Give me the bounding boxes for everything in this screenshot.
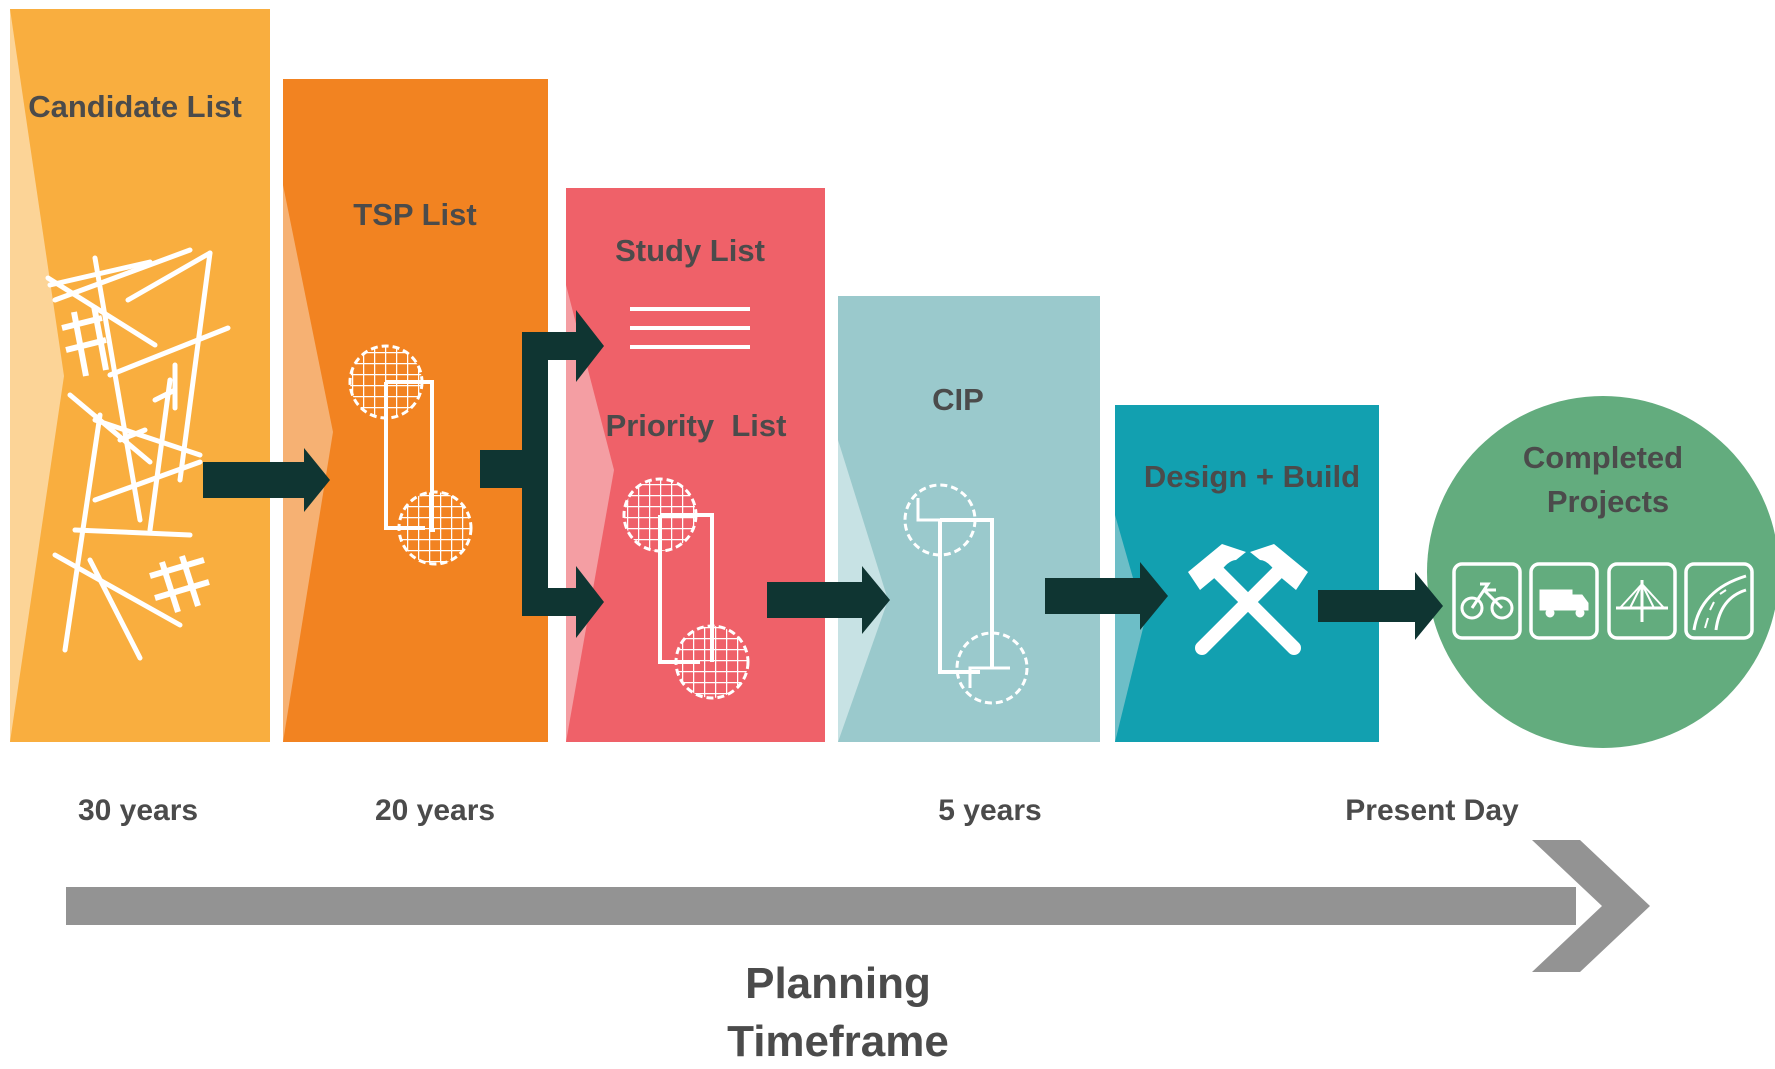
study-list-label: Study List [615, 233, 765, 268]
branch-connector-arrow [480, 310, 604, 638]
stage-tsp-list: TSP List [283, 79, 548, 742]
hammers-icon [1188, 544, 1308, 655]
priority-list-label: Priority List [606, 408, 787, 443]
tick-label-20-years: 20 years [375, 794, 495, 827]
stage-study-priority: Study List Priority List [566, 188, 825, 742]
hash-icon [149, 555, 210, 613]
bridge-icon [1607, 562, 1677, 640]
connector-arrow [767, 566, 890, 634]
tangled-lines-icon [45, 247, 231, 661]
stage-label: Candidate List [28, 89, 242, 124]
connector-arrow [1045, 562, 1168, 630]
stage-label: Design + Build [1144, 459, 1360, 494]
bicycle-icon [1452, 562, 1522, 640]
timeline-title-line2: Timeframe [727, 1017, 949, 1066]
stage-label: CIP [932, 382, 984, 417]
linked-nodes-icon [622, 477, 750, 700]
connector-arrow [1318, 572, 1443, 640]
list-lines-icon [630, 307, 750, 349]
timeline-title-line1: Planning [745, 959, 931, 1008]
stage-cip: CIP [838, 296, 1100, 742]
tick-label-5-years: 5 years [938, 794, 1041, 827]
completed-label-line2: Projects [1547, 484, 1669, 519]
linked-nodes-icon [348, 344, 473, 566]
tick-label-present-day: Present Day [1345, 794, 1519, 827]
connector-arrow [203, 448, 330, 512]
linked-nodes-icon [903, 483, 1029, 705]
stage-design-build: Design + Build [1115, 405, 1379, 742]
stage-completed-projects: Completed Projects [1427, 396, 1775, 748]
tick-label-30-years: 30 years [78, 794, 198, 827]
timeline-arrow [66, 840, 1650, 972]
stage-candidate-list: Candidate List [10, 9, 270, 742]
completed-label-line1: Completed [1523, 440, 1683, 475]
hash-icon [61, 305, 109, 377]
stage-label: TSP List [353, 197, 476, 232]
truck-icon [1529, 562, 1599, 640]
road-icon [1684, 562, 1754, 640]
